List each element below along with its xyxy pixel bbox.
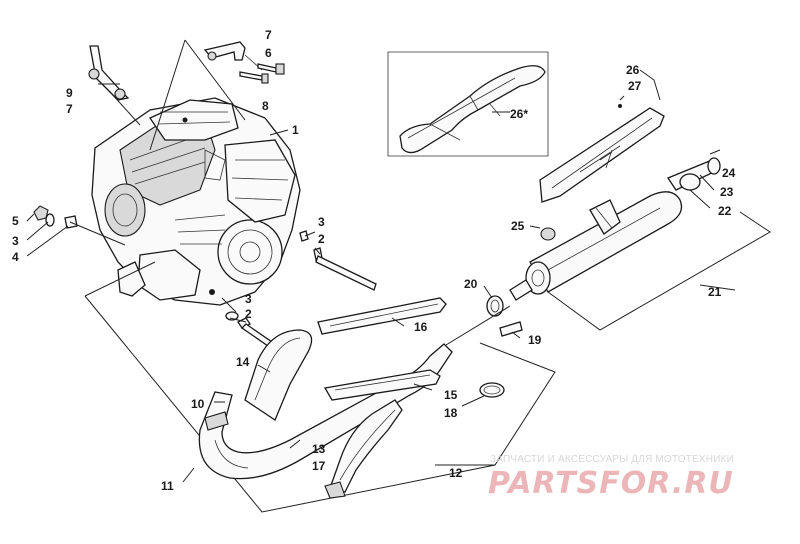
- callout-10: 10: [191, 397, 205, 411]
- callout-5: 5: [12, 214, 19, 228]
- heat-shield-13: [324, 399, 403, 499]
- callout-13: 13: [312, 442, 326, 456]
- callout-20: 20: [464, 277, 478, 291]
- callout-16: 16: [414, 320, 428, 334]
- callout-14: 14: [236, 355, 250, 369]
- callout-26-star: 26*: [510, 107, 528, 121]
- center-leaders: [182, 317, 433, 483]
- callout-1: 1: [292, 123, 299, 137]
- muffler: [509, 149, 771, 331]
- right-stud: [299, 230, 377, 291]
- callout-2b: 2: [245, 307, 252, 321]
- callout-21: 21: [708, 285, 722, 299]
- callout-3c: 3: [12, 234, 19, 248]
- gasket-20: [483, 285, 504, 317]
- watermark-brand: PARTSFOR.RU: [488, 466, 734, 501]
- engine-leaders: [98, 39, 289, 151]
- callout-4: 4: [12, 250, 19, 264]
- callout-27: 27: [628, 79, 642, 93]
- callout-8: 8: [262, 99, 269, 113]
- watermark-tagline: ЗАПЧАСТИ И АКСЕССУАРЫ ДЛЯ МОТОТЕХНИКИ: [490, 454, 734, 465]
- left-hardware: [26, 205, 126, 257]
- callout-3a: 3: [318, 215, 325, 229]
- spring-19: [445, 305, 523, 346]
- callout-7a: 7: [66, 102, 73, 116]
- watermark: ЗАПЧАСТИ И АКСЕССУАРЫ ДЛЯ МОТОТЕХНИКИ PA…: [488, 454, 734, 501]
- callout-25: 25: [511, 219, 525, 233]
- exhaust-header-pipe: [198, 329, 453, 480]
- callout-19: 19: [528, 333, 542, 347]
- callout-6: 6: [265, 46, 272, 60]
- clamp-18: [461, 382, 505, 407]
- callout-26: 26: [626, 63, 640, 77]
- callout-24: 24: [722, 166, 736, 180]
- callout-12: 12: [449, 466, 463, 480]
- callout-9: 9: [66, 86, 73, 100]
- callout-15: 15: [444, 388, 458, 402]
- engine-brackets: [88, 41, 285, 101]
- heat-shield-16: [317, 297, 447, 335]
- inset-shield-box: [387, 51, 549, 157]
- callout-23: 23: [720, 185, 734, 199]
- callout-7b: 7: [265, 28, 272, 42]
- callout-22: 22: [718, 204, 732, 218]
- callout-labels: 1 3 2 3 2 5 3 4 9 7 7 6 8 10 11 12 13 14…: [12, 28, 736, 493]
- callout-3b: 3: [245, 292, 252, 306]
- lower-stud: [221, 297, 274, 347]
- muffler-heat-shield: [539, 69, 665, 203]
- callout-17: 17: [312, 459, 326, 473]
- callout-18: 18: [444, 406, 458, 420]
- callout-11: 11: [161, 479, 174, 493]
- engine-assembly: [91, 97, 301, 306]
- heat-shield-15: [323, 369, 441, 401]
- callout-2a: 2: [318, 232, 325, 246]
